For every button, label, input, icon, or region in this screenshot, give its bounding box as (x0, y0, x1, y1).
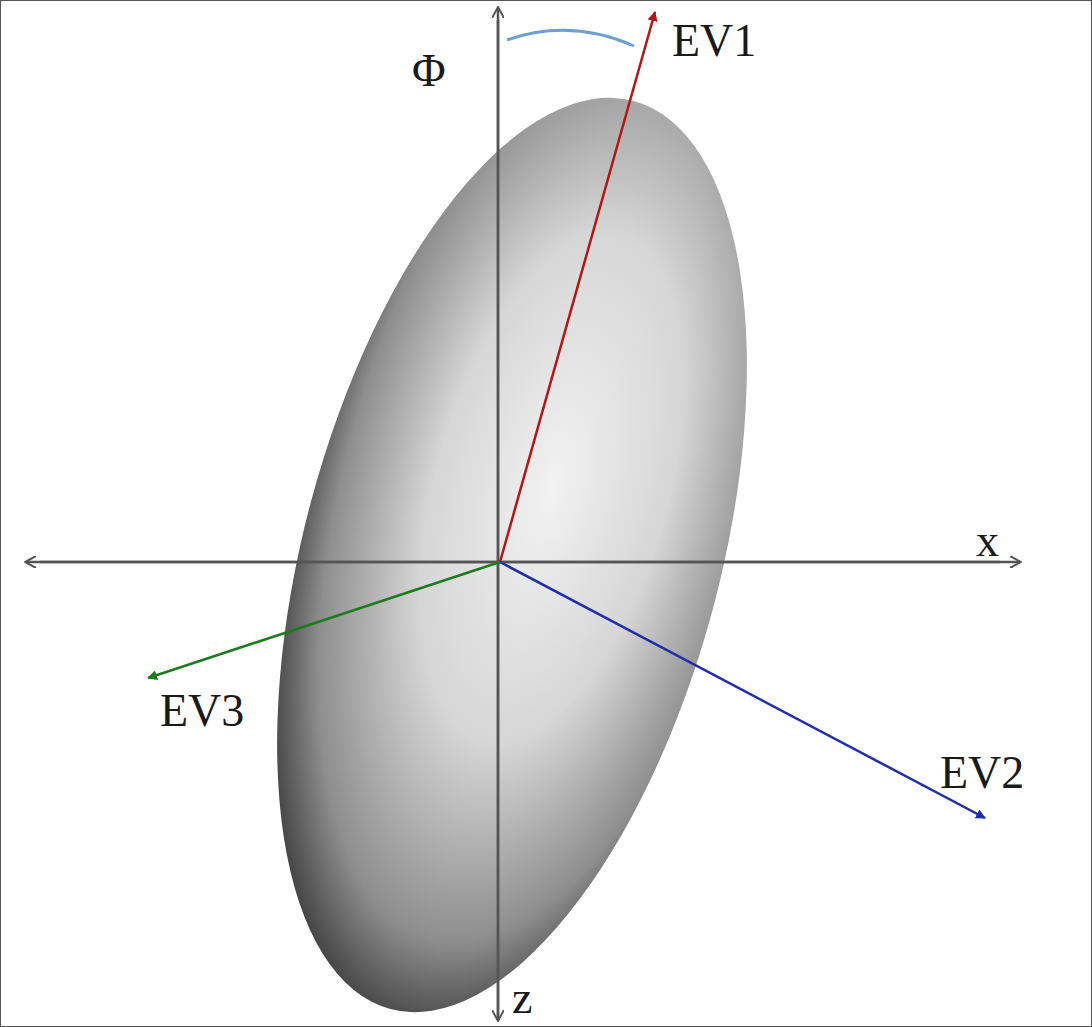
z-axis (497, 20, 500, 1020)
axis-label: x (976, 518, 999, 564)
ellipsoid (189, 47, 834, 1027)
x-axis (40, 561, 1020, 564)
angle-arc (507, 30, 634, 46)
eigenvector-label: EV2 (940, 750, 1024, 796)
angle-symbol: Φ (412, 48, 446, 94)
ev2-vector (500, 562, 985, 818)
ev1-vector (500, 12, 655, 562)
axis-label: z (512, 975, 532, 1021)
eigenvector-label: EV1 (672, 18, 756, 64)
ev3-vector (148, 562, 500, 678)
eigenvector-label: EV3 (160, 688, 244, 734)
